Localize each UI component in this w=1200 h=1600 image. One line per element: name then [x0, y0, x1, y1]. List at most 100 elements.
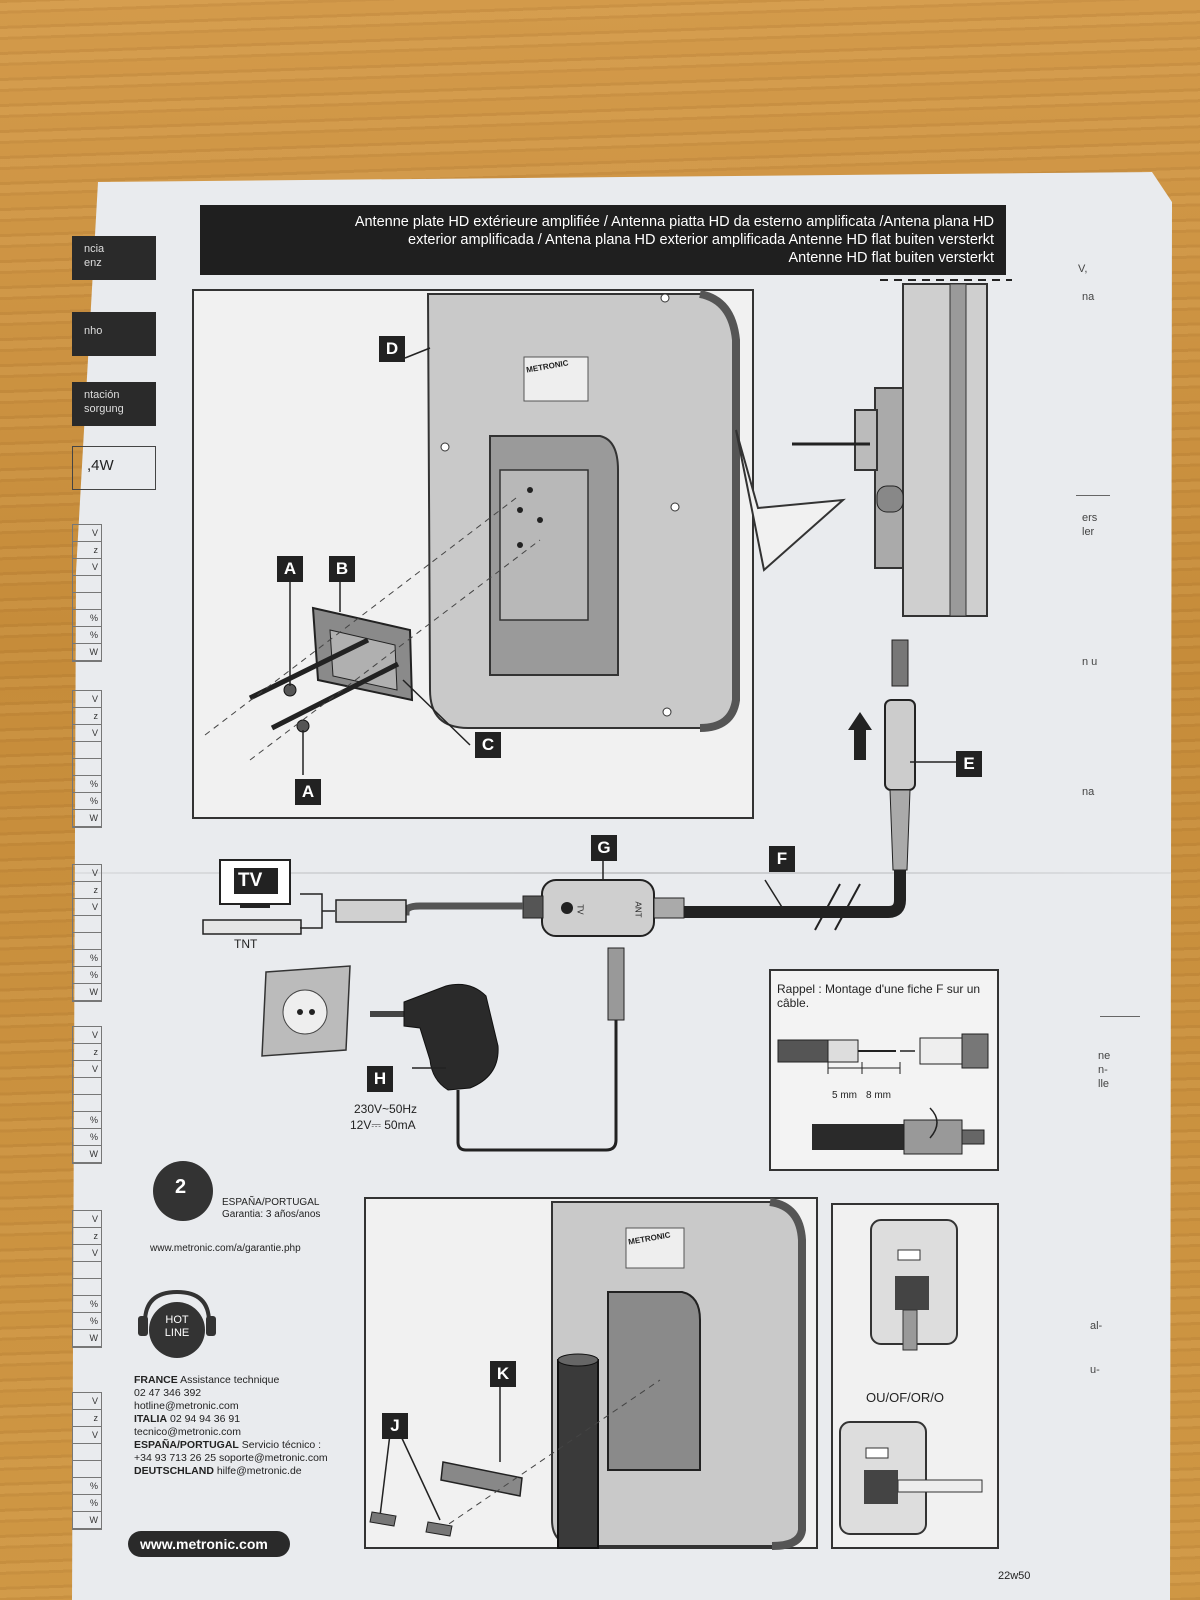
left-table-cell: % — [73, 1478, 101, 1495]
warranty-seal — [153, 1161, 213, 1221]
left-table-cell: % — [73, 793, 101, 810]
left-table-cell — [73, 1262, 101, 1279]
u-bracket-K — [440, 1461, 523, 1497]
left-table-cell: V — [73, 559, 101, 576]
warranty-text: Garantia: 3 años/anos — [222, 1209, 321, 1220]
left-table-cell: % — [73, 1112, 101, 1129]
up-arrow — [848, 712, 872, 760]
left-table-cell: % — [73, 1495, 101, 1512]
hotline-detail: 02 47 346 392 — [134, 1387, 202, 1399]
hotline-badge-text: HOT LINE — [161, 1314, 193, 1340]
tnt-label: TNT — [234, 937, 258, 951]
f-connector-E — [884, 699, 916, 791]
power-adapter-H — [403, 983, 499, 1091]
panel-mount-inner — [499, 469, 589, 621]
left-table-cell: V — [73, 1211, 101, 1228]
right-fragment: na — [1082, 291, 1095, 303]
left-table-cell: V — [73, 1393, 101, 1410]
label-E: E — [956, 751, 982, 777]
rappel-title: Rappel : Montage d'une fiche F sur un câ… — [777, 982, 981, 1010]
power-spec-2: 12V⎓ 50mA — [350, 1118, 416, 1132]
left-table-cell: z — [73, 708, 101, 725]
left-table-cell — [73, 759, 101, 776]
tv-label: TV — [238, 870, 263, 891]
left-table-cell: V — [73, 865, 101, 882]
right-fragment: ers — [1082, 512, 1098, 524]
coax-cable-F — [670, 870, 906, 918]
left-section-1-line2: enz — [84, 257, 102, 269]
left-table-cell — [73, 1095, 101, 1112]
hotline-detail: Servicio técnico : — [238, 1439, 322, 1451]
left-table-cell: z — [73, 1044, 101, 1061]
panel-screw — [670, 502, 680, 512]
amp-ant-label: ANT — [633, 901, 643, 918]
left-table-cell: W — [73, 644, 101, 661]
hotline-contacts: FRANCE Assistance technique 02 47 346 39… — [134, 1374, 328, 1478]
left-table-cell: % — [73, 610, 101, 627]
website-pill — [128, 1531, 290, 1557]
left-table-cell — [73, 1461, 101, 1478]
hotline-line: 02 47 346 392 — [134, 1387, 328, 1400]
hotline-country: DEUTSCHLAND — [134, 1465, 214, 1477]
label-H: H — [367, 1066, 393, 1092]
hotline-line: hotline@metronic.com — [134, 1400, 328, 1413]
left-table-cell: % — [73, 1313, 101, 1330]
left-table-cell: W — [73, 810, 101, 827]
left-table-cell: W — [73, 1146, 101, 1163]
label-G: G — [591, 835, 617, 861]
hotline-detail: hotline@metronic.com — [134, 1400, 239, 1412]
panel-edge — [699, 290, 740, 732]
panel-screw — [662, 707, 672, 717]
left-table-cell: % — [73, 950, 101, 967]
label-A: A — [277, 556, 303, 582]
left-table-cell: % — [73, 627, 101, 644]
hotline-badge — [149, 1302, 205, 1358]
ou-label: OU/OF/OR/O — [866, 1390, 944, 1405]
left-table-cell: V — [73, 899, 101, 916]
dim-5mm: 5 mm — [832, 1090, 857, 1101]
right-fragment: lle — [1098, 1078, 1110, 1090]
right-fragment: na — [1082, 786, 1095, 798]
hotline-badge-line1: HOT — [165, 1314, 189, 1326]
hotline-line: ESPAÑA/PORTUGAL Servicio técnico : — [134, 1439, 328, 1452]
mast-pole — [557, 1359, 599, 1549]
coax-plug — [335, 899, 407, 923]
zoom-callout — [735, 429, 846, 572]
left-table-cell: % — [73, 1296, 101, 1313]
left-table-cell: W — [73, 984, 101, 1001]
left-table-cell: W — [73, 1512, 101, 1529]
hotline-line: FRANCE Assistance technique — [134, 1374, 328, 1387]
hotline-country: ITALIA — [134, 1413, 168, 1425]
left-table-cell: W — [73, 1330, 101, 1347]
hotline-detail: Assistance technique — [177, 1374, 280, 1386]
panel-label-sticker — [523, 356, 589, 402]
left-table-cell: V — [73, 725, 101, 742]
warranty-url: www.metronic.com/a/garantie.php — [150, 1243, 301, 1254]
right-fragment: al- — [1090, 1320, 1103, 1332]
right-rule — [1076, 495, 1110, 496]
left-table-cell — [73, 593, 101, 610]
power-spec-1: 230V~50Hz — [354, 1102, 418, 1116]
footer-code: 22w50 — [998, 1570, 1031, 1582]
left-table-cell — [73, 576, 101, 593]
hotline-badge-line2: LINE — [164, 1327, 190, 1339]
left-table-cell: z — [73, 1228, 101, 1245]
right-fragment: n- — [1098, 1064, 1108, 1076]
title-line-1: Antenne plate HD extérieure amplifiée / … — [354, 214, 994, 230]
hotline-country: FRANCE — [134, 1374, 178, 1386]
warranty-years: 2 — [175, 1176, 187, 1198]
left-section-1-line1: ncia — [84, 243, 105, 255]
label-C: C — [475, 732, 501, 758]
left-table-cell: z — [73, 1410, 101, 1427]
left-section-2-line1: nho — [84, 325, 103, 337]
hotline-detail: hilfe@metronic.de — [213, 1465, 302, 1477]
left-table-cell — [73, 1444, 101, 1461]
left-table-cell: % — [73, 1129, 101, 1146]
hotline-line: tecnico@metronic.com — [134, 1426, 328, 1439]
panel-screw — [440, 442, 450, 452]
left-table-cell — [73, 1078, 101, 1095]
